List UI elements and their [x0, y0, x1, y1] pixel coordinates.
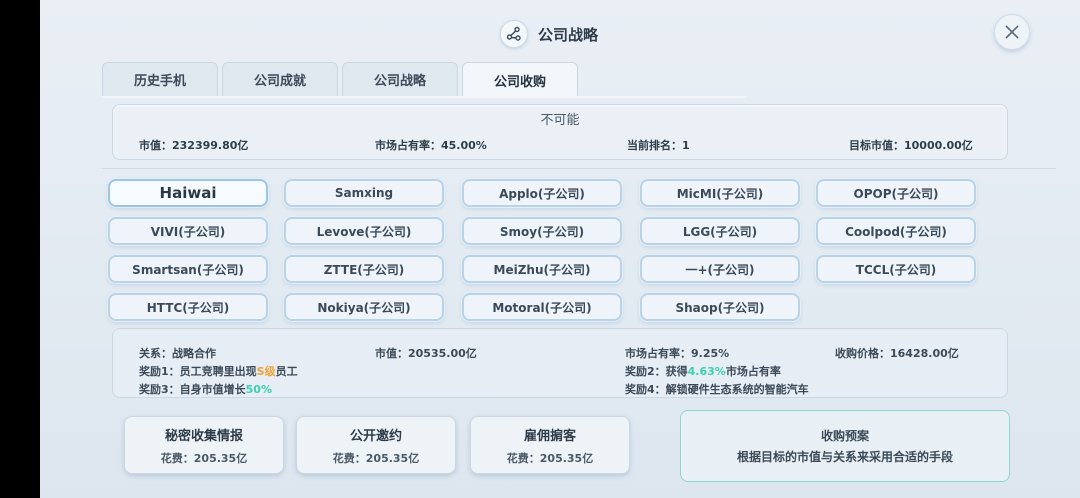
reward-4: 奖励4：解锁硬件生态系统的智能汽车 — [625, 383, 809, 396]
public-offer-button[interactable]: 公开邀约 花费：205.35亿 — [296, 416, 456, 474]
action-cost: 花费：205.35亿 — [332, 451, 420, 465]
company-button[interactable]: Shaop(子公司) — [640, 293, 800, 321]
reward-3-highlight: 50% — [245, 383, 272, 396]
action-name: 雇佣掮客 — [523, 428, 576, 444]
section-divider — [102, 168, 1056, 169]
action-cost: 花费：205.35亿 — [506, 451, 594, 465]
tab-history-phones[interactable]: 历史手机 — [102, 62, 218, 96]
strategy-panel: 公司战略 历史手机 公司成就 公司战略 公司收购 不可能 市值：232399.8… — [40, 0, 1080, 498]
tab-bar: 历史手机 公司成就 公司战略 公司收购 — [102, 62, 578, 98]
current-rank-label: 当前排名：1 — [627, 139, 690, 152]
company-button[interactable]: OPOP(子公司) — [816, 179, 976, 207]
company-button[interactable]: Samxing — [284, 179, 444, 207]
action-name: 公开邀约 — [349, 428, 402, 444]
company-button[interactable]: Haiwai — [108, 179, 268, 207]
market-share-label: 市场占有率：45.00% — [375, 139, 487, 152]
company-button[interactable]: Smartsan(子公司) — [108, 255, 268, 283]
tab-underline — [102, 96, 746, 98]
tab-achievements[interactable]: 公司成就 — [222, 62, 338, 96]
action-cost: 花费：205.35亿 — [160, 451, 248, 465]
plan-title: 收购预案 — [820, 429, 869, 443]
company-detail-box: 关系：战略合作 市值：20535.00亿 市场占有率：9.25% 收购价格：16… — [112, 328, 1008, 398]
company-button[interactable]: MicMI(子公司) — [640, 179, 800, 207]
company-button[interactable]: ZTTE(子公司) — [284, 255, 444, 283]
company-button[interactable]: LGG(子公司) — [640, 217, 800, 245]
action-name: 秘密收集情报 — [164, 428, 243, 444]
company-button[interactable]: Coolpod(子公司) — [816, 217, 976, 245]
company-button[interactable]: HTTC(子公司) — [108, 293, 268, 321]
plan-description: 根据目标的市值与关系来采用合适的手段 — [736, 450, 953, 464]
acquisition-plan-button[interactable]: 收购预案 根据目标的市值与关系来采用合适的手段 — [680, 410, 1010, 482]
close-icon — [1005, 25, 1019, 39]
company-button[interactable]: MeiZhu(子公司) — [462, 255, 622, 283]
page-title: 公司战略 — [538, 25, 599, 44]
company-status-box: 不可能 市值：232399.80亿 市场占有率：45.00% 当前排名：1 目标… — [112, 104, 1008, 160]
company-button[interactable]: Smoy(子公司) — [462, 217, 622, 245]
tab-strategy[interactable]: 公司战略 — [342, 62, 458, 96]
gather-intel-button[interactable]: 秘密收集情报 花费：205.35亿 — [124, 416, 284, 474]
reward-1-highlight: S级 — [256, 365, 276, 378]
reward-2-highlight: 4.63% — [687, 365, 726, 378]
company-button[interactable]: Motoral(子公司) — [462, 293, 622, 321]
relation-label: 关系：战略合作 — [139, 347, 216, 360]
reward-1: 奖励1：员工竞聘里出现S级员工 — [139, 365, 298, 378]
tab-acquisition[interactable]: 公司收购 — [462, 62, 578, 98]
company-button[interactable]: TCCL(子公司) — [816, 255, 976, 283]
market-value-label: 市值：232399.80亿 — [139, 139, 249, 152]
company-button[interactable]: Levove(子公司) — [284, 217, 444, 245]
panel-header: 公司战略 — [500, 18, 598, 50]
acquisition-price: 收购价格：16428.00亿 — [835, 347, 959, 360]
acquisition-availability: 不可能 — [540, 113, 580, 128]
reward-3: 奖励3：自身市值增长50% — [139, 383, 272, 396]
company-button[interactable]: Nokiya(子公司) — [284, 293, 444, 321]
company-button[interactable]: Applo(子公司) — [462, 179, 622, 207]
close-button[interactable] — [994, 14, 1030, 50]
company-button[interactable]: 一+(子公司) — [640, 255, 800, 283]
detail-market-value: 市值：20535.00亿 — [375, 347, 477, 360]
detail-market-share: 市场占有率：9.25% — [625, 347, 730, 360]
target-value-label: 目标市值：10000.00亿 — [849, 139, 973, 152]
company-button[interactable]: VIVI(子公司) — [108, 217, 268, 245]
strategy-network-icon — [500, 20, 528, 48]
hire-broker-button[interactable]: 雇佣掮客 花费：205.35亿 — [470, 416, 630, 474]
reward-2: 奖励2：获得4.63%市场占有率 — [625, 365, 781, 378]
